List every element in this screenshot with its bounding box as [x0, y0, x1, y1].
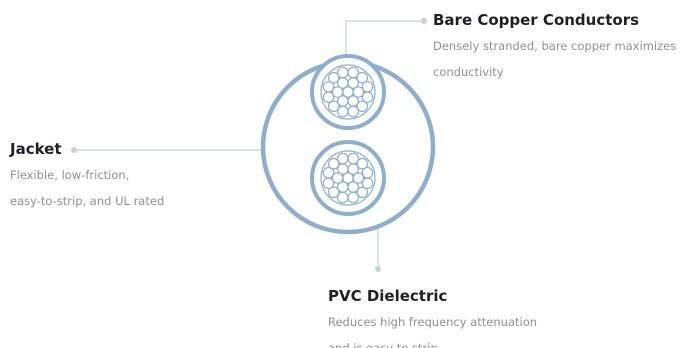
copper-strand — [327, 157, 340, 170]
copper-strand — [327, 71, 340, 84]
copper-strand — [322, 177, 335, 190]
copper-strand — [356, 71, 369, 84]
copper-strand — [356, 186, 369, 199]
copper-strand — [336, 105, 349, 118]
copper-strand — [347, 191, 360, 204]
copper-strand — [327, 100, 340, 113]
jacket-callout-dot — [71, 147, 77, 153]
copper-strand — [347, 66, 360, 79]
copper-callout-desc-line1: Densely stranded, bare copper maximizes — [433, 39, 677, 53]
pvc-callout-desc-line1: Reduces high frequency attenuation — [328, 315, 538, 329]
copper-strand — [327, 186, 340, 199]
copper-strand — [322, 166, 335, 179]
copper-callout-title: Bare Copper Conductors — [433, 11, 640, 29]
copper-strand — [361, 80, 374, 93]
copper-callout-dot — [421, 18, 427, 24]
jacket-callout: Jacket Flexible, low-friction, easy-to-s… — [10, 140, 164, 210]
pvc-callout-desc-line2: and is easy to strip — [328, 341, 438, 348]
conductor-top — [310, 54, 386, 130]
pvc-callout-title: PVC Dielectric — [328, 287, 448, 305]
jacket-callout-title: Jacket — [10, 140, 62, 158]
copper-strand — [331, 86, 344, 98]
copper-strand — [356, 100, 369, 113]
copper-callout: Bare Copper Conductors Densely stranded,… — [433, 11, 676, 81]
copper-strand — [336, 66, 349, 79]
copper-strand — [347, 152, 360, 165]
copper-strand — [356, 157, 369, 170]
copper-strand — [331, 172, 344, 184]
conductor-bottom — [310, 140, 386, 216]
pvc-callout-dot — [375, 266, 381, 272]
jacket-callout-desc-line1: Flexible, low-friction, — [10, 168, 130, 182]
copper-strand — [361, 166, 374, 179]
copper-strand — [322, 91, 335, 104]
copper-strand — [347, 105, 360, 118]
copper-strand — [336, 152, 349, 165]
copper-strand — [322, 80, 335, 93]
copper-strand — [352, 172, 365, 184]
copper-callout-desc-line2: conductivity — [433, 65, 504, 79]
pvc-callout: PVC Dielectric Reduces high frequency at… — [328, 287, 537, 348]
jacket-callout-desc-line2: easy-to-strip, and UL rated — [10, 194, 165, 208]
copper-strand — [336, 191, 349, 204]
copper-strand — [352, 86, 365, 98]
